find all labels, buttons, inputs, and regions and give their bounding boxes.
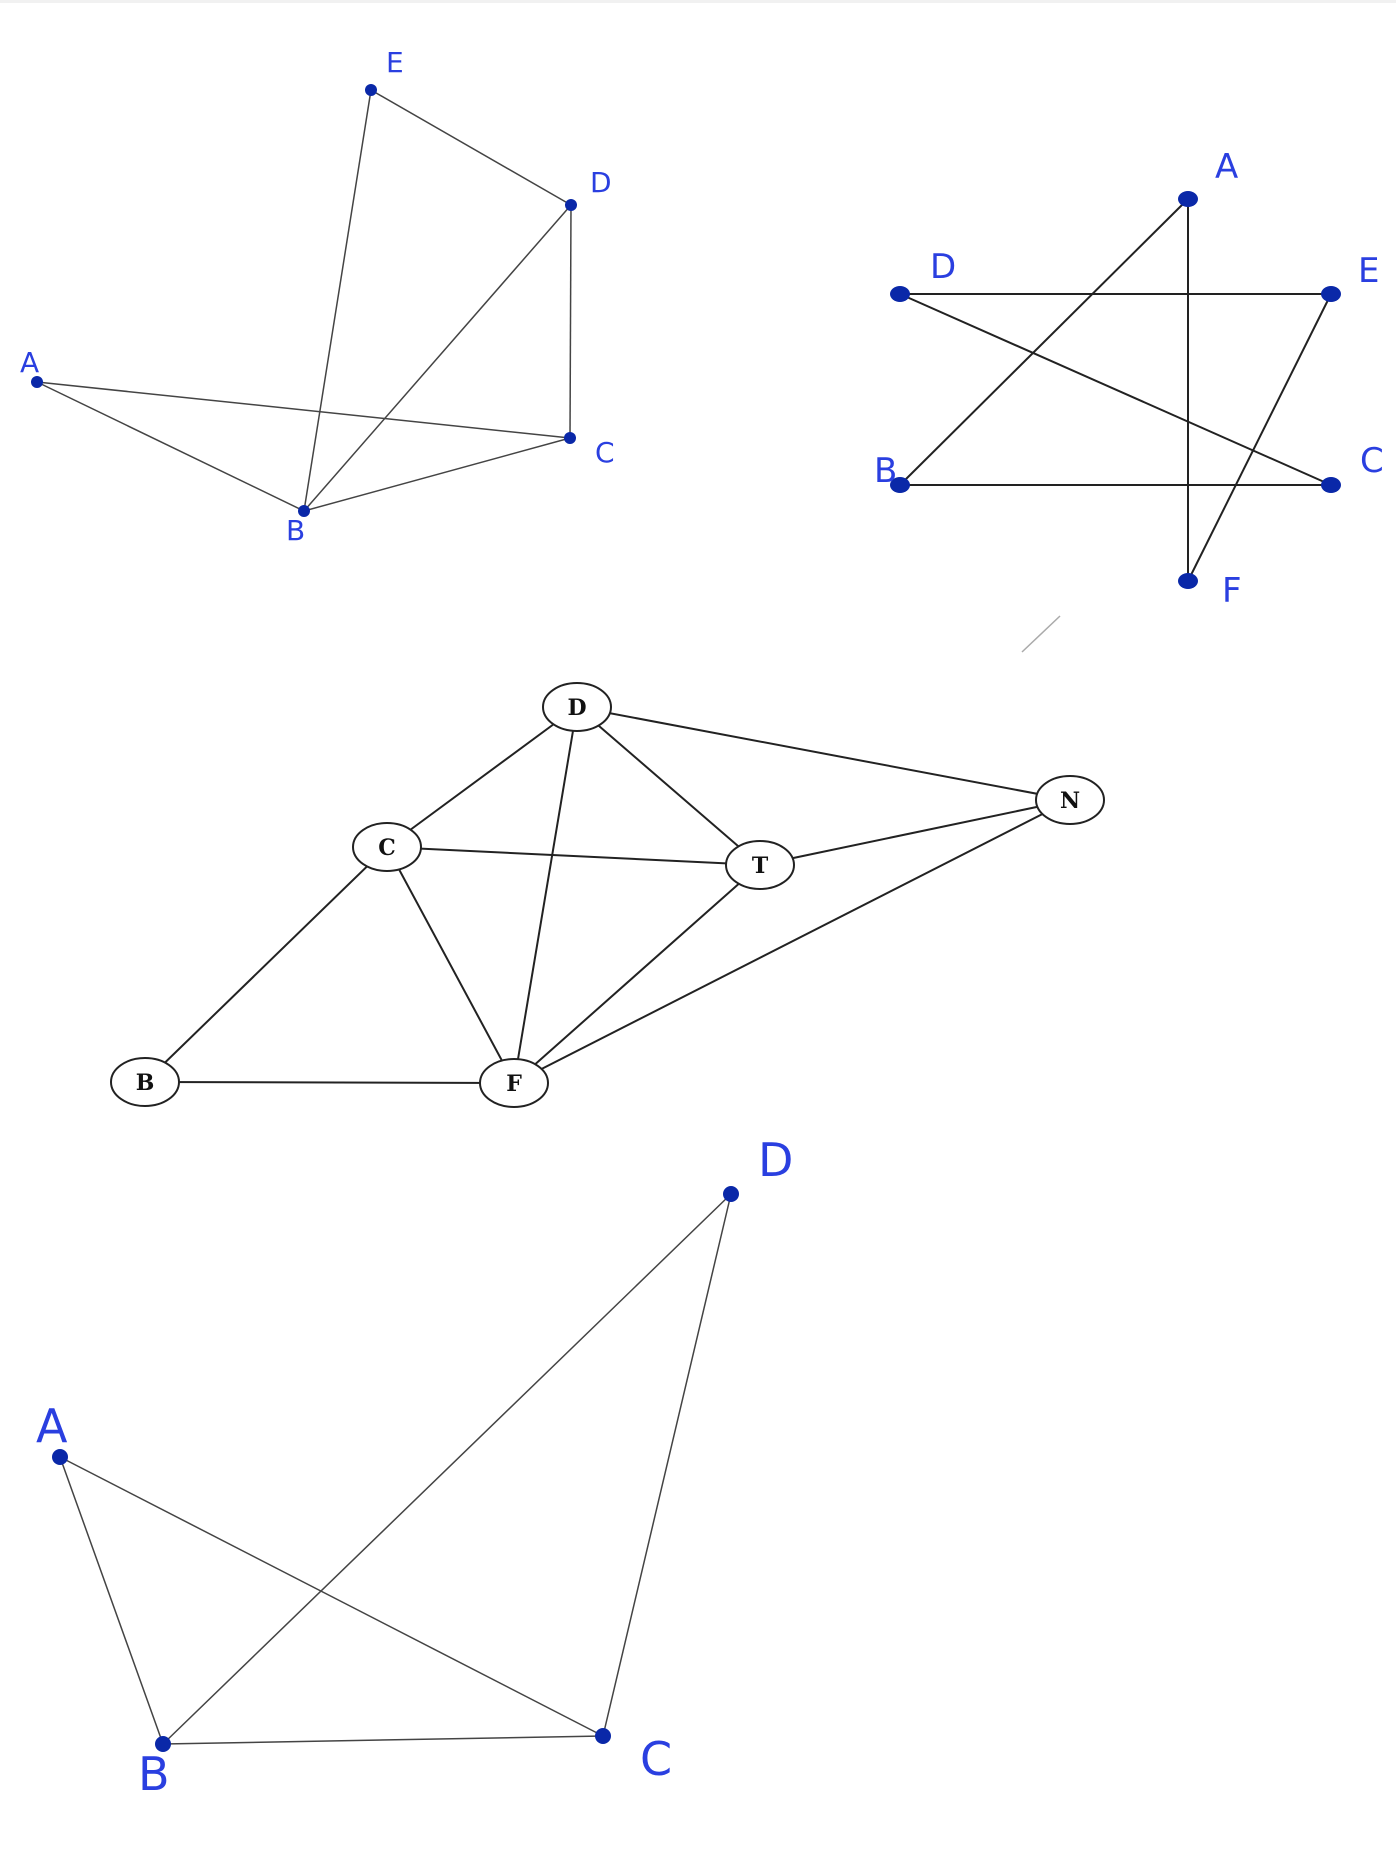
graph4-edge-A-B <box>59 1456 164 1745</box>
graph2-edge-D-C <box>899 293 1332 486</box>
graph1-label-E: E <box>386 46 404 79</box>
graph3-node-N <box>1035 775 1105 825</box>
graph4-point-B <box>155 1736 171 1752</box>
graph2-label-C: C <box>1360 441 1384 481</box>
graph2-edge-E-F <box>1187 293 1332 582</box>
graph1-label-D: D <box>590 166 612 199</box>
graph3-node-label-N: N <box>1060 788 1080 814</box>
graph1-edge-D-E <box>370 89 572 206</box>
graph3-edge-N-F <box>513 799 1071 1084</box>
graph1-edge-A-B <box>36 381 305 512</box>
graph2-label-F: F <box>1222 571 1242 611</box>
graph1-point-D <box>565 199 577 211</box>
graph4-edge-B-D <box>162 1193 732 1745</box>
graph1-edge-C-D <box>569 204 572 439</box>
graph3-edge-D-T <box>576 706 761 866</box>
graph3-node-label-B: B <box>136 1070 155 1096</box>
graph2-point-B <box>890 477 910 493</box>
graph2-label-A: A <box>1215 147 1238 187</box>
graph3-node-D <box>542 682 612 732</box>
graph4-edge-B-C <box>162 1735 604 1745</box>
graph1-label-A: A <box>20 346 39 379</box>
graph1-edge-B-D <box>303 204 572 512</box>
graph4-label-D: D <box>758 1133 793 1187</box>
graph2-point-E <box>1321 286 1341 302</box>
graph1-edge-B-E <box>303 89 372 512</box>
graph2-point-C <box>1321 477 1341 493</box>
graph3-edge-T-F <box>513 864 761 1084</box>
graph2-edge-A-B <box>899 198 1189 486</box>
graph4-edge-A-C <box>59 1456 604 1737</box>
graph3-node-label-C: C <box>378 835 396 861</box>
graph4-label-A: A <box>36 1399 68 1453</box>
graph3-edge-C-T <box>386 846 761 866</box>
graph3-edge-B-C <box>144 846 388 1083</box>
graph2-point-A <box>1178 191 1198 207</box>
graph1-label-C: C <box>595 436 615 469</box>
graph-4: A B C D <box>36 1133 793 1801</box>
graph1-point-A <box>31 376 43 388</box>
graph3-node-B <box>110 1057 180 1107</box>
graph4-label-B: B <box>138 1747 170 1801</box>
graph3-node-label-T: T <box>752 853 769 879</box>
graph3-node-C <box>352 822 422 872</box>
graph3-edge-C-D <box>386 706 578 848</box>
graph3-node-T <box>725 840 795 890</box>
top-strip <box>0 0 1396 3</box>
graph1-point-B <box>298 505 310 517</box>
graph3-node-label-D: D <box>567 695 586 721</box>
graph4-label-C: C <box>640 1732 672 1786</box>
graph4-point-D <box>723 1186 739 1202</box>
graph3-edge-C-F <box>386 846 515 1084</box>
graph1-label-B: B <box>286 514 305 547</box>
stray-mark <box>1021 615 1061 653</box>
graph3-edge-B-F <box>144 1081 515 1084</box>
graph1-point-C <box>564 432 576 444</box>
graph2-label-E: E <box>1358 251 1379 291</box>
graph1-edge-A-C <box>36 381 571 439</box>
graph2-label-B: B <box>874 451 897 491</box>
graph3-edge-D-N <box>576 706 1071 801</box>
graph1-edge-B-C <box>303 437 571 512</box>
graph3-edge-T-N <box>759 799 1071 866</box>
graph3-node-label-F: F <box>506 1071 522 1097</box>
graph4-edge-C-D <box>602 1193 732 1737</box>
graph2-point-F <box>1178 573 1198 589</box>
graph4-point-A <box>52 1449 68 1465</box>
graph3-node-F <box>479 1058 549 1108</box>
graph2-point-D <box>890 286 910 302</box>
graph1-point-E <box>365 84 377 96</box>
graph3-edge-D-F <box>513 706 578 1084</box>
graph-2: A B C D E F <box>874 147 1384 611</box>
graph-3: B C D F N T <box>110 682 1105 1108</box>
graph-1: A B C D E <box>20 46 615 547</box>
graph2-label-D: D <box>930 247 956 287</box>
graph4-point-C <box>595 1728 611 1744</box>
